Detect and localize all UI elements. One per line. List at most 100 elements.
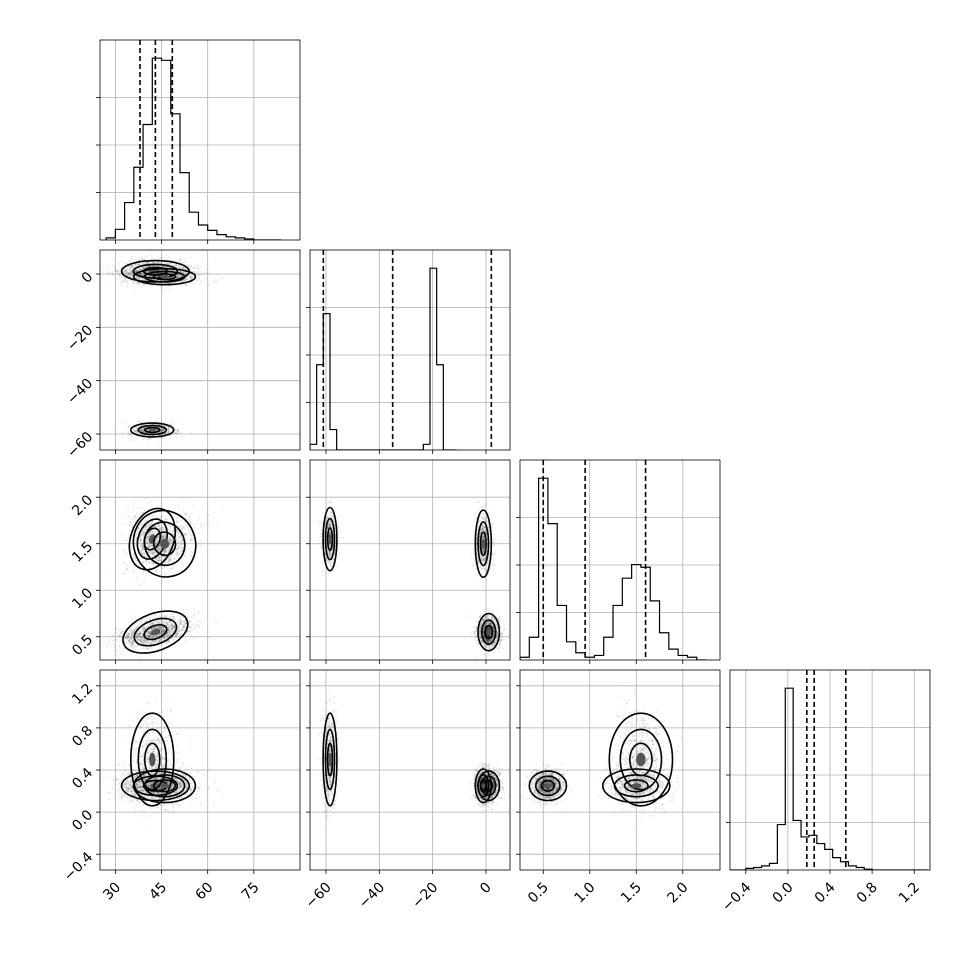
sample-point xyxy=(131,265,134,267)
sample-point xyxy=(157,275,160,278)
sample-point xyxy=(147,524,150,527)
sample-point xyxy=(185,268,188,270)
sample-point xyxy=(129,272,131,275)
sample-point xyxy=(161,528,164,531)
sample-point xyxy=(127,426,130,429)
sample-point xyxy=(131,642,134,645)
sample-point xyxy=(166,548,169,551)
sample-point xyxy=(148,270,151,273)
sample-point xyxy=(168,426,170,429)
sample-point xyxy=(139,540,142,543)
sample-point xyxy=(175,260,178,262)
sample-point xyxy=(166,431,168,434)
sample-point xyxy=(133,289,136,292)
sample-point xyxy=(167,620,170,623)
sample-point xyxy=(144,279,147,281)
sample-point xyxy=(182,609,185,612)
sample-point xyxy=(118,276,121,278)
sample-point xyxy=(136,281,139,284)
sample-point xyxy=(191,276,193,279)
sample-point xyxy=(162,265,165,268)
sample-point xyxy=(135,275,138,278)
sample-point xyxy=(143,431,146,434)
sample-point xyxy=(182,266,185,269)
sample-point xyxy=(119,635,122,638)
sample-point xyxy=(132,631,135,634)
sample-point xyxy=(143,426,146,429)
sample-point xyxy=(150,254,153,257)
sample-point xyxy=(196,264,199,267)
sample-point xyxy=(114,270,117,273)
sample-point xyxy=(171,530,174,533)
sample-point xyxy=(168,633,171,636)
sample-point xyxy=(169,620,172,623)
sample-point xyxy=(161,433,164,436)
sample-point xyxy=(169,558,172,561)
sample-point xyxy=(189,256,191,258)
sample-point xyxy=(166,258,169,261)
sample-point xyxy=(193,608,196,611)
sample-point xyxy=(128,269,131,271)
sample-point xyxy=(129,577,132,580)
sample-point xyxy=(134,646,137,648)
sample-point xyxy=(158,639,161,642)
sample-point xyxy=(158,557,161,560)
sample-point xyxy=(165,266,168,269)
panel-frame xyxy=(99,39,301,241)
sample-point xyxy=(139,269,141,272)
sample-point xyxy=(136,576,139,579)
sample-point xyxy=(127,273,130,275)
sample-point xyxy=(164,637,166,640)
sample-point xyxy=(130,275,133,278)
sample-point xyxy=(159,548,162,551)
sample-point xyxy=(139,273,142,275)
sample-point xyxy=(149,634,151,637)
sample-point xyxy=(183,521,186,523)
sample-point xyxy=(148,262,151,264)
sample-point xyxy=(130,266,132,269)
sample-point xyxy=(147,630,150,633)
sample-point xyxy=(132,428,135,431)
sample-point xyxy=(148,546,151,549)
sample-point xyxy=(156,634,159,637)
sample-point xyxy=(162,265,165,268)
sample-point xyxy=(168,629,171,632)
sample-point xyxy=(162,428,165,431)
sample-point xyxy=(143,533,145,536)
sample-point xyxy=(164,421,166,424)
sample-point xyxy=(182,261,185,264)
sample-point xyxy=(165,552,168,555)
scatter-2-0 xyxy=(101,498,224,659)
sample-point xyxy=(144,559,147,561)
sample-point xyxy=(190,265,193,268)
sample-point xyxy=(180,633,182,636)
sample-point xyxy=(138,263,141,265)
sample-point xyxy=(184,513,187,515)
sample-point xyxy=(145,262,148,265)
sample-point xyxy=(143,640,145,643)
sample-point xyxy=(134,270,137,273)
sample-point xyxy=(139,421,142,424)
sample-point xyxy=(138,276,140,279)
sample-point xyxy=(130,270,133,273)
sample-point xyxy=(139,259,141,261)
sample-point xyxy=(124,273,127,276)
sample-point xyxy=(178,274,181,277)
sample-point xyxy=(172,616,175,619)
sample-point xyxy=(149,275,152,278)
sample-point xyxy=(150,637,153,639)
sample-point xyxy=(134,624,136,626)
sample-point xyxy=(166,635,169,638)
sample-point xyxy=(162,626,165,629)
sample-point xyxy=(181,519,183,522)
sample-point xyxy=(184,284,187,287)
sample-point xyxy=(146,438,149,441)
sample-point xyxy=(191,623,194,626)
sample-point xyxy=(164,262,167,264)
sample-point xyxy=(118,272,120,275)
sample-point xyxy=(140,429,142,431)
sample-point xyxy=(156,265,159,268)
sample-point xyxy=(137,637,139,640)
sample-point xyxy=(146,639,148,642)
sample-point xyxy=(138,278,141,280)
